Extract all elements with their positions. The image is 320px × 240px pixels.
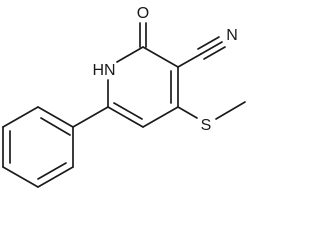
bond-ph-4 xyxy=(2,166,39,188)
bond-c2-c3 xyxy=(142,46,179,68)
bond-ph-2 xyxy=(2,106,39,128)
nitrile-group xyxy=(177,36,226,68)
nitrile-nitrogen-label: N xyxy=(226,27,238,44)
bond-ph-1 xyxy=(37,106,74,128)
bond-c3-cn xyxy=(177,53,202,68)
bond-ph-5-inner xyxy=(37,162,67,180)
bond-cn-triple-a xyxy=(200,41,223,55)
bond-c5-c6 xyxy=(107,106,144,128)
ring-nh-label: HN xyxy=(92,62,115,79)
bond-c5-c6-inner xyxy=(113,102,143,120)
bond-ph-1-inner xyxy=(40,117,71,136)
bond-c4-c5 xyxy=(142,106,179,128)
bond-c6-ph xyxy=(72,106,109,128)
bond-s-ch3 xyxy=(215,101,246,120)
oxygen-label: O xyxy=(137,5,149,22)
carbonyl-group xyxy=(139,22,147,48)
chemical-structure-diagram: O N HN S xyxy=(2,5,246,188)
methylthio-group xyxy=(177,101,246,120)
sulfur-label: S xyxy=(201,117,212,134)
bond-cn-triple-c xyxy=(203,46,226,60)
pyridinone-ring xyxy=(107,46,179,128)
bond-c4-s xyxy=(177,106,198,119)
phenyl-ring xyxy=(2,106,109,188)
bond-cn-triple-b xyxy=(197,36,220,50)
bond-ph-5 xyxy=(37,166,74,188)
bond-n1-c2 xyxy=(116,46,144,63)
